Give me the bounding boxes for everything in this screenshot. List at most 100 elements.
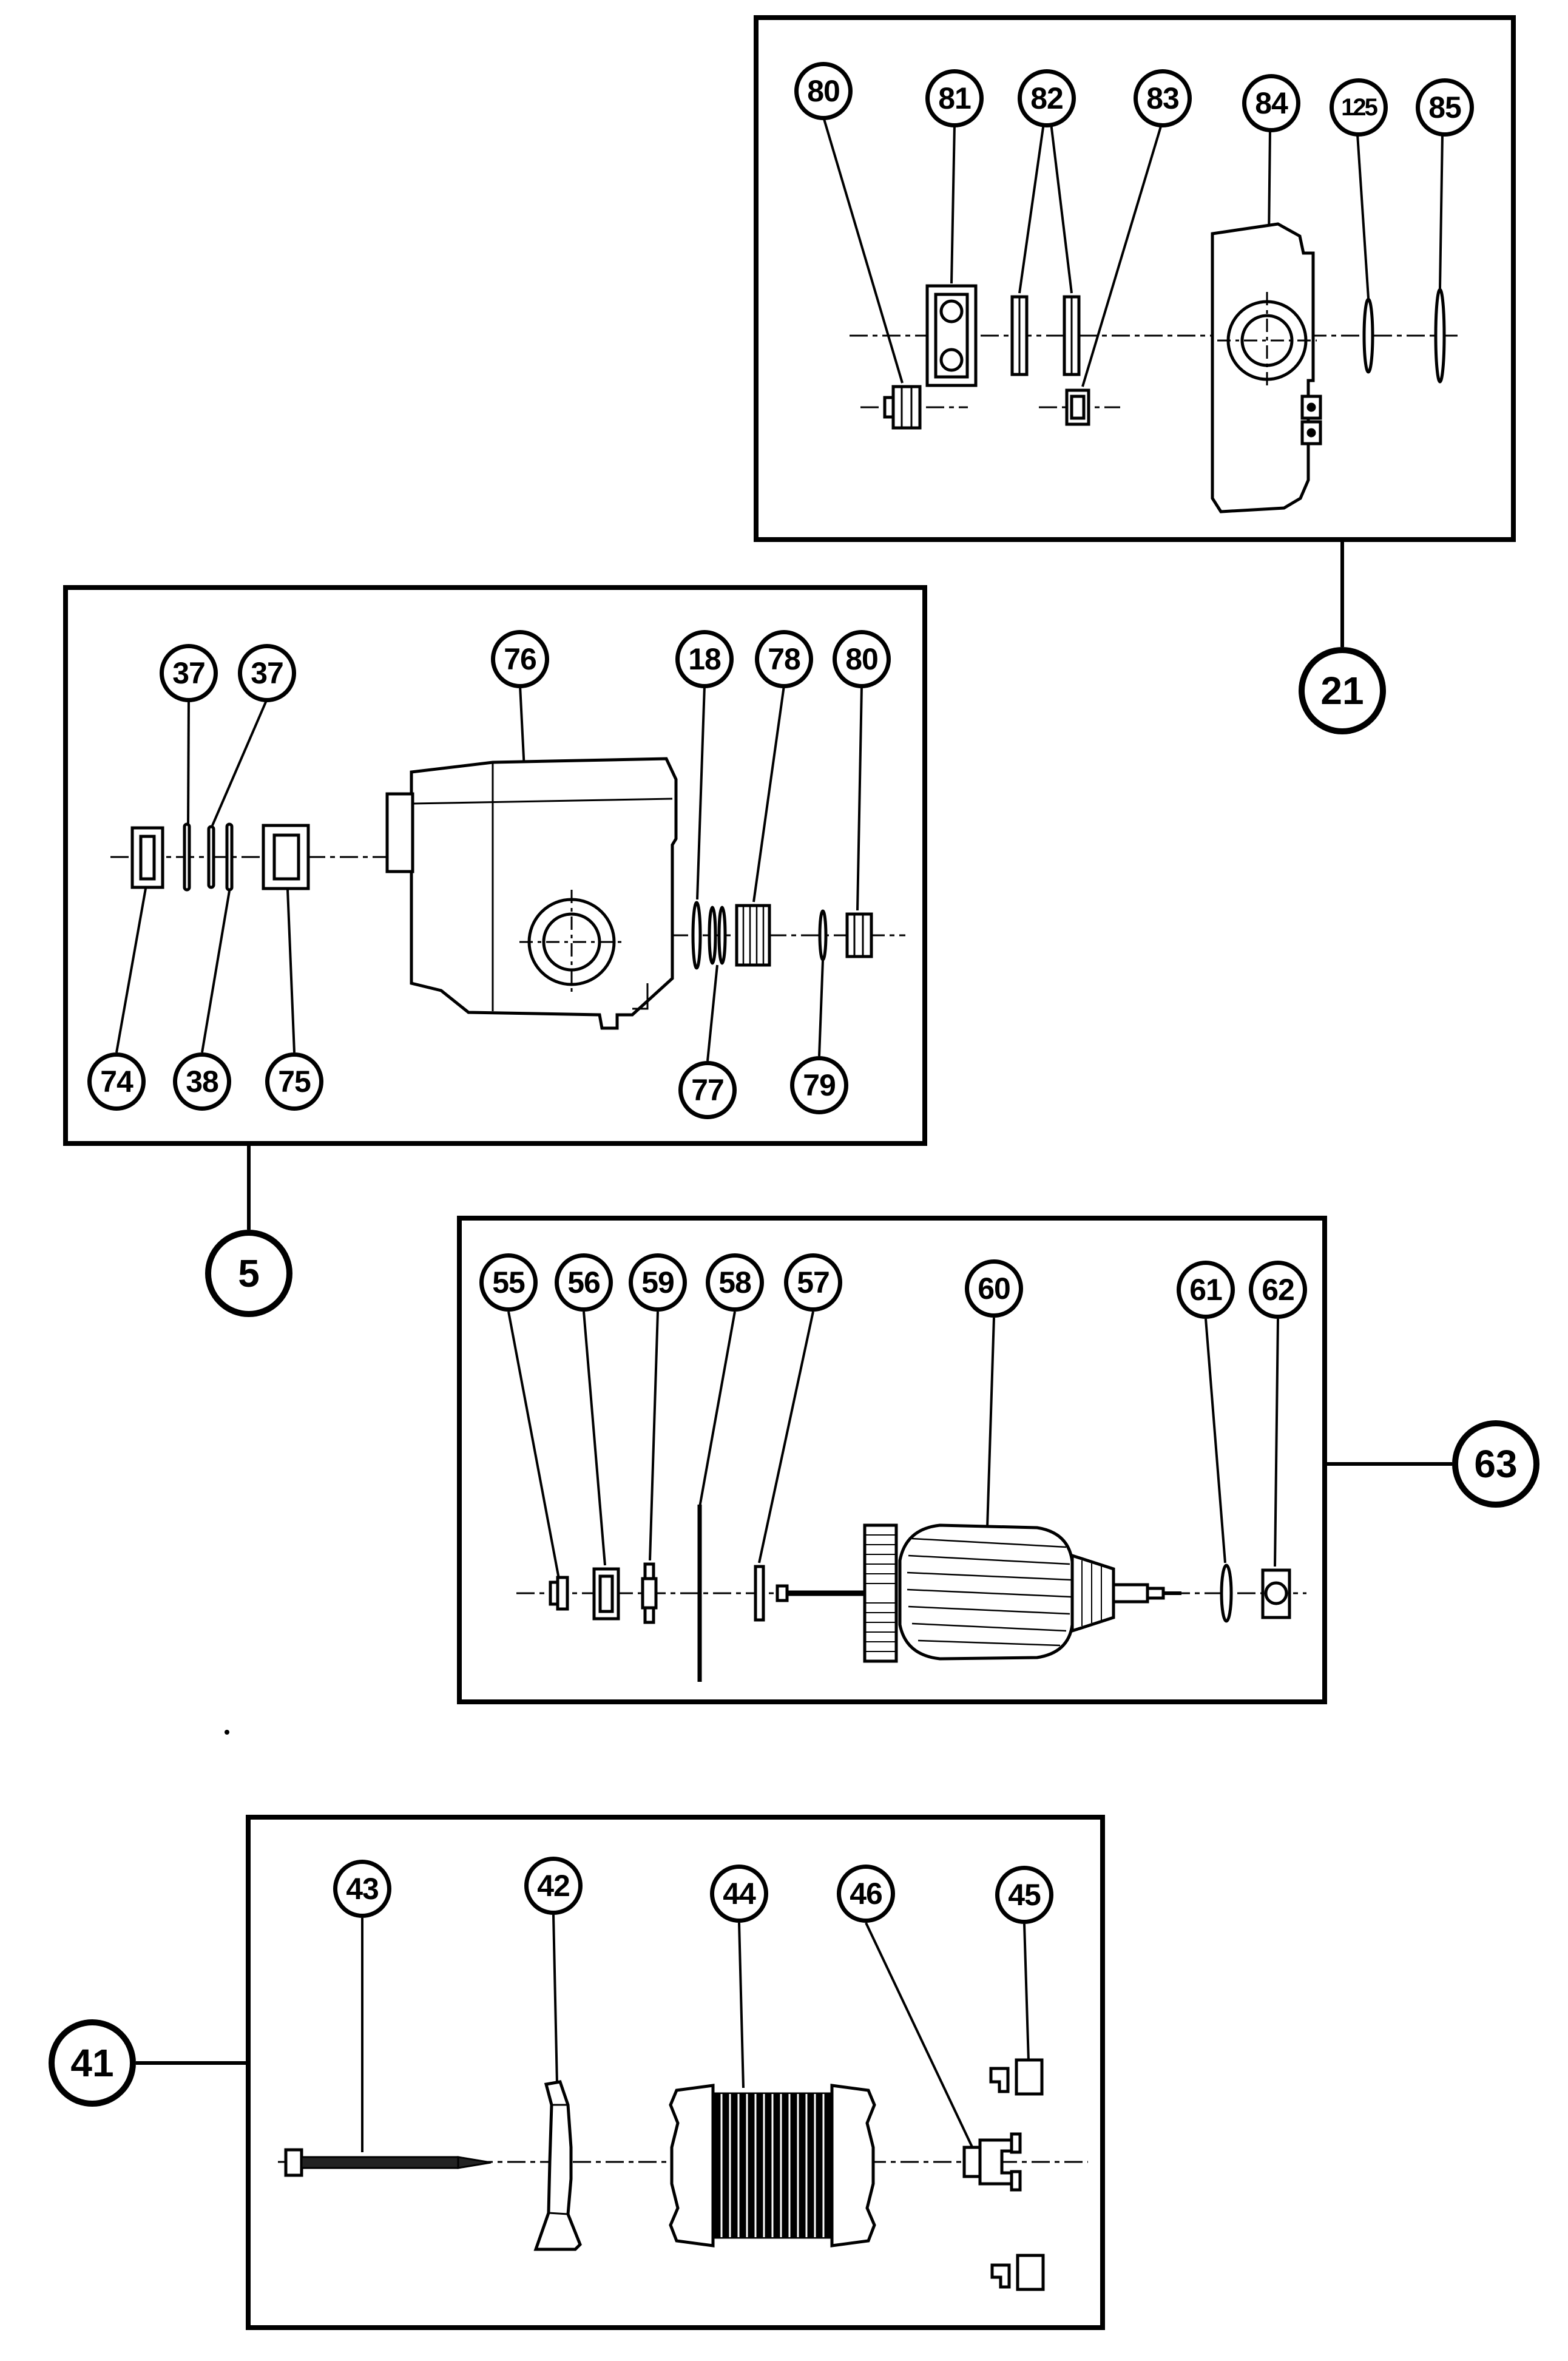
- callout-label: 75: [278, 1065, 311, 1099]
- part-55-fitting: [549, 1576, 569, 1611]
- callout-label: 77: [691, 1073, 725, 1107]
- part-75-bushing: [262, 824, 310, 890]
- callout-label: 58: [718, 1265, 752, 1299]
- callout-76: 76: [491, 630, 549, 688]
- callout-58: 58: [706, 1253, 764, 1312]
- callout-label: 55: [492, 1265, 525, 1299]
- part-79-washer: [818, 909, 828, 961]
- callout-45: 45: [995, 1866, 1053, 1924]
- clutch-housing-drawing: [110, 685, 905, 1062]
- callout-label: 85: [1428, 90, 1462, 124]
- part-44-field-stator: [669, 2084, 876, 2248]
- panel-armature: 55 56 59 58 57 60 61 62: [457, 1216, 1327, 1704]
- callout-74: 74: [87, 1052, 146, 1111]
- part-77-washers: [708, 906, 727, 965]
- callout-label: 78: [768, 642, 801, 676]
- part-84-gear-case: [1211, 222, 1322, 513]
- callout-label: 81: [938, 81, 972, 115]
- panel3-leader-lines: [507, 1311, 1279, 1579]
- callout-37a: 37: [160, 644, 218, 702]
- callout-80b: 80: [833, 630, 891, 688]
- part-56-bushing: [592, 1567, 620, 1621]
- panel-clutch-housing: 37 37 76 18 78 80 74 38 75 77 79: [63, 585, 927, 1146]
- callout-42: 42: [524, 1857, 583, 1915]
- callout-label: 74: [100, 1065, 133, 1099]
- part-45-brush-top: [989, 2058, 1044, 2096]
- callout-label: 76: [504, 642, 537, 676]
- panel4-leader-lines: [361, 1914, 1030, 2156]
- assembly-ref-41: 41: [49, 2019, 136, 2107]
- callout-label: 82: [1030, 81, 1064, 115]
- part-18-washer: [691, 901, 702, 970]
- callout-55: 55: [479, 1253, 538, 1312]
- panel1-leader-lines: [822, 117, 1444, 387]
- callout-125: 125: [1330, 78, 1388, 137]
- callout-46: 46: [837, 1865, 895, 1923]
- callout-label: 37: [251, 656, 284, 690]
- part-59-washer: [641, 1562, 658, 1624]
- armature-drawing: [507, 1311, 1306, 1682]
- callout-80: 80: [794, 62, 853, 120]
- callout-label: 80: [807, 74, 840, 108]
- callout-label: 56: [567, 1265, 601, 1299]
- callout-82: 82: [1018, 69, 1076, 127]
- part-45-brush-bottom: [990, 2254, 1045, 2291]
- callout-label: 125: [1341, 93, 1378, 121]
- callout-84: 84: [1242, 74, 1300, 132]
- part-85-washer: [1434, 288, 1446, 384]
- panel2-leader-lines: [115, 685, 863, 1062]
- part-42-fan: [533, 2080, 582, 2251]
- callout-label: 83: [1146, 81, 1180, 115]
- assembly-ref-label: 63: [1474, 1442, 1518, 1486]
- callout-75: 75: [265, 1052, 323, 1111]
- assembly-ref-63: 63: [1452, 1420, 1539, 1508]
- callout-label: 42: [537, 1869, 570, 1903]
- part-125-washer: [1362, 297, 1374, 374]
- callout-60: 60: [965, 1259, 1023, 1318]
- part-43-bolt: [284, 2148, 492, 2177]
- part-76-housing: [385, 757, 678, 1030]
- assembly-ref-label: 5: [238, 1252, 260, 1295]
- callout-label: 60: [978, 1272, 1011, 1306]
- part-37-38-shims: [183, 822, 234, 892]
- callout-label: 59: [641, 1265, 675, 1299]
- part-78-roller-bearing: [735, 904, 771, 967]
- callout-83: 83: [1134, 69, 1192, 127]
- panel-field: 43 42 44 46 45: [246, 1815, 1105, 2330]
- callout-61: 61: [1177, 1261, 1235, 1319]
- callout-label: 38: [186, 1065, 219, 1099]
- assembly-ref-label: 21: [1320, 669, 1364, 713]
- callout-37b: 37: [238, 644, 296, 702]
- callout-78: 78: [755, 630, 813, 688]
- callout-79: 79: [790, 1056, 848, 1114]
- callout-44: 44: [710, 1865, 768, 1923]
- callout-label: 84: [1255, 86, 1288, 120]
- gear-case-drawing: [822, 117, 1462, 513]
- part-74-cap: [130, 826, 164, 889]
- callout-label: 80: [845, 642, 879, 676]
- part-61-washer: [1220, 1563, 1233, 1623]
- part-60-armature: [776, 1523, 1181, 1663]
- callout-56: 56: [555, 1253, 613, 1312]
- part-57-washer: [754, 1565, 765, 1622]
- callout-label: 43: [346, 1872, 379, 1906]
- callout-label: 46: [850, 1877, 883, 1911]
- part-46-brush-holder: [962, 2132, 1022, 2192]
- callout-label: 18: [688, 642, 721, 676]
- callout-43: 43: [333, 1860, 391, 1918]
- part-62-bearing: [1261, 1568, 1291, 1619]
- callout-59: 59: [629, 1253, 687, 1312]
- part-81-bearing: [925, 284, 978, 387]
- assembly-ref-5: 5: [205, 1230, 292, 1317]
- panel-gear-case: 80 81 82 83 84 125 85: [754, 15, 1516, 542]
- callout-81: 81: [925, 69, 984, 127]
- field-drawing: [278, 1914, 1088, 2291]
- part-80-gear: [883, 385, 922, 430]
- scan-speck: [225, 1730, 229, 1735]
- callout-label: 45: [1008, 1878, 1041, 1912]
- callout-57: 57: [784, 1253, 842, 1312]
- callout-label: 44: [723, 1877, 756, 1911]
- callout-label: 37: [172, 656, 206, 690]
- callout-85: 85: [1416, 78, 1474, 137]
